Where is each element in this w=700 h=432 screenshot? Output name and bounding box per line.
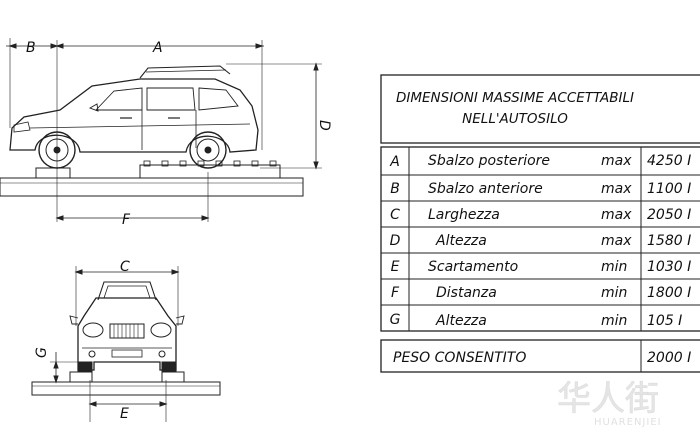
row-label: Sbalzo posteriore (428, 153, 550, 169)
row-label: Altezza (435, 313, 487, 329)
side-rear-window (146, 87, 196, 111)
watermark-text: 华人街 (557, 379, 659, 419)
weight-label: PESO CONSENTITO (393, 350, 526, 366)
table-row: F Distanza min 1800 I (391, 285, 691, 301)
side-ground-platform (0, 177, 304, 197)
side-front-window (94, 87, 143, 111)
row-limit: max (601, 207, 632, 223)
row-code: D (390, 233, 401, 249)
dimension-label-f: F (122, 212, 131, 228)
row-label: Altezza (435, 233, 487, 249)
table-row: D Altezza max 1580 I (390, 233, 692, 249)
dimension-label-a: A (152, 40, 163, 56)
row-limit: max (601, 233, 632, 249)
table-title-line2: NELL'AUTOSILO (462, 111, 568, 127)
row-limit: min (601, 313, 627, 329)
dimension-label-e: E (120, 406, 129, 422)
row-value: 4250 I (647, 153, 691, 169)
row-value: 1580 I (647, 233, 691, 249)
row-label: Larghezza (428, 207, 500, 223)
table-row: G Altezza min 105 I (390, 312, 683, 329)
watermark-subtext: HUARENJIEI (594, 417, 662, 428)
row-limit: min (601, 259, 627, 275)
front-car-body (77, 297, 177, 371)
row-value: 1100 I (647, 181, 691, 197)
row-code: A (389, 154, 400, 170)
front-right-rail (161, 371, 185, 383)
weight-box (380, 339, 700, 373)
dimension-label-b: B (26, 40, 36, 56)
side-front-rail (35, 167, 71, 179)
table-title-box (380, 74, 700, 144)
row-code: F (391, 285, 400, 301)
front-left-rail (69, 371, 93, 383)
weight-value: 2000 I (647, 350, 691, 366)
front-ground-platform (31, 381, 221, 396)
table-row: E Scartamento min 1030 I (391, 259, 692, 275)
side-view (0, 38, 322, 222)
table-title-line1: DIMENSIONI MASSIME ACCETTABILI (396, 90, 634, 106)
row-code: C (390, 207, 400, 223)
row-limit: max (601, 153, 632, 169)
front-view (31, 266, 221, 422)
table-row: B Sbalzo anteriore max 1100 I (390, 181, 691, 197)
dimensions-table: DIMENSIONI MASSIME ACCETTABILI NELL'AUTO… (380, 74, 700, 373)
side-quarter-window (198, 87, 239, 111)
dimension-label-d: D (316, 120, 332, 131)
table-row: C Larghezza max 2050 I (390, 207, 691, 223)
row-label: Sbalzo anteriore (428, 181, 543, 197)
table-row: A Sbalzo posteriore max 4250 I (389, 153, 691, 170)
row-limit: max (601, 181, 632, 197)
row-label: Scartamento (428, 259, 518, 275)
row-value: 1030 I (647, 259, 691, 275)
side-rear-rail (139, 164, 281, 179)
dimension-label-c: C (120, 259, 130, 275)
watermark-logo: 华人街 HUARENJIEI (557, 379, 662, 428)
row-code: E (391, 259, 400, 275)
row-code: B (390, 181, 400, 197)
row-code: G (390, 312, 401, 328)
side-car-body (9, 78, 259, 153)
row-value: 1800 I (647, 285, 691, 301)
dimension-label-g: G (34, 347, 50, 358)
row-label: Distanza (436, 285, 497, 301)
side-rear-wheel (189, 131, 227, 169)
row-limit: min (601, 285, 627, 301)
table-rows-frame (380, 146, 700, 332)
row-value: 105 I (647, 313, 682, 329)
row-value: 2050 I (647, 207, 691, 223)
